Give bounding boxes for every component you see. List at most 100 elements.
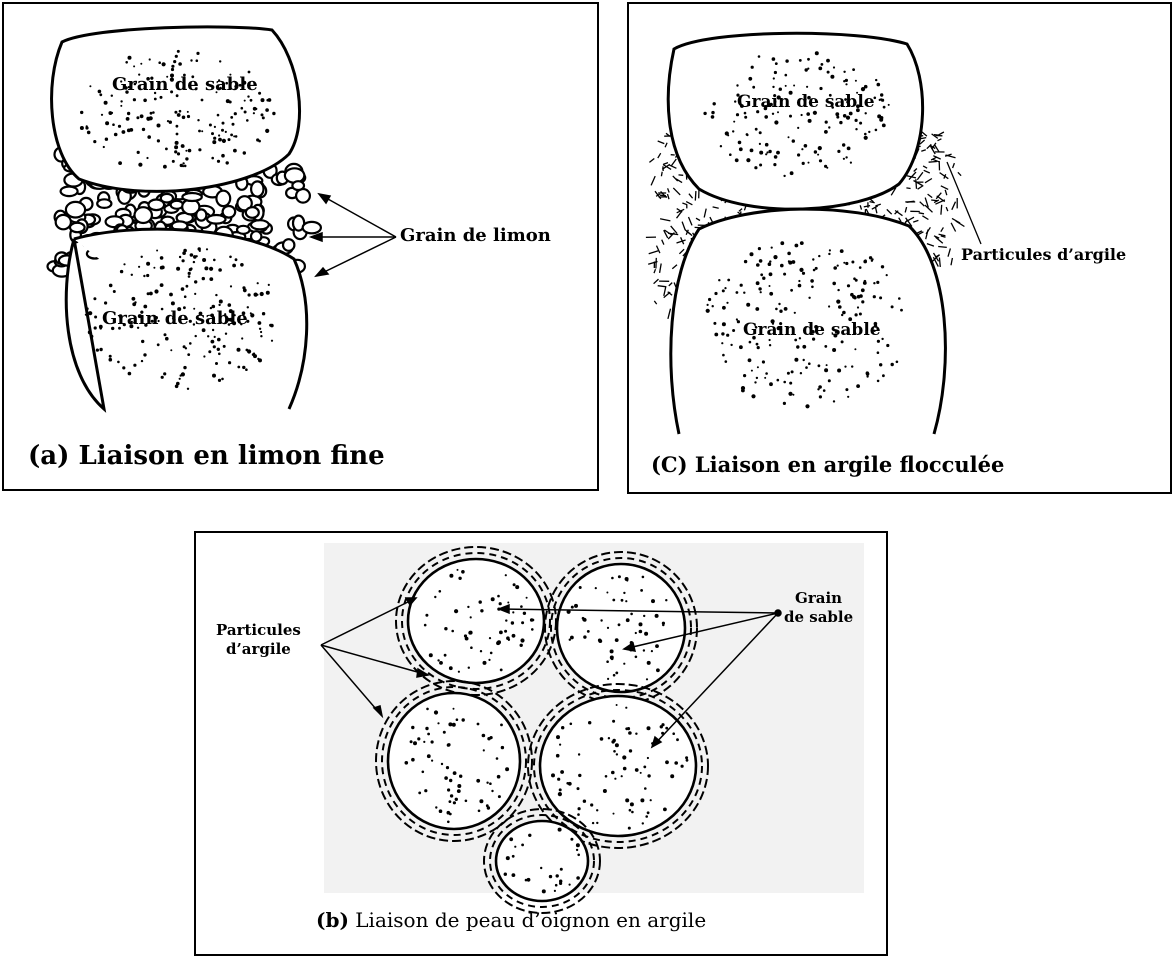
sand-dot <box>855 279 858 282</box>
sand-dot <box>650 799 652 801</box>
sand-dot <box>759 164 762 167</box>
sand-dot <box>762 360 765 363</box>
sand-dot <box>849 112 853 116</box>
sand-dot <box>787 372 790 375</box>
sand-dot <box>531 628 534 631</box>
sand-dot <box>411 726 414 729</box>
sand-dot <box>500 724 503 727</box>
sand-dot <box>635 656 638 659</box>
sand-dot <box>838 305 842 309</box>
sand-dot <box>185 150 187 152</box>
sand-dot <box>769 344 771 346</box>
sand-dot <box>490 652 493 655</box>
sand-dot <box>806 112 810 116</box>
sand-dot <box>623 592 625 594</box>
sand-dot <box>186 285 189 288</box>
sand-dot <box>527 878 531 882</box>
caption-b-text: Liaison de peau d’oignon en argile <box>349 908 706 932</box>
sand-dot <box>741 386 745 390</box>
clay-particle <box>668 194 670 199</box>
sand-dot <box>750 252 754 256</box>
sand-dot <box>182 162 184 164</box>
sand-dot <box>772 86 774 88</box>
sand-dot <box>818 146 822 150</box>
sand-dot <box>596 822 598 824</box>
sand-dot <box>794 358 798 362</box>
sand-dot <box>807 58 810 61</box>
sand-dot <box>160 96 163 99</box>
sand-dot <box>88 332 91 335</box>
panel-c-flocculated-clay: Grain de sable Grain de sable Particules… <box>627 2 1172 494</box>
sand-dot <box>103 146 105 148</box>
sand-dot <box>576 843 580 847</box>
sand-dot <box>577 813 580 816</box>
sand-dot <box>233 149 237 153</box>
sand-dot <box>855 128 857 130</box>
sand-dot <box>851 261 854 264</box>
sand-dot <box>864 259 867 262</box>
sand-dot <box>465 800 468 803</box>
sand-dot <box>802 345 806 349</box>
clay-particle <box>916 179 917 189</box>
silt-grain <box>56 215 71 229</box>
sand-dot <box>708 298 711 301</box>
sand-dot <box>437 659 439 661</box>
sand-dot <box>259 328 261 330</box>
sand-dot <box>712 305 714 307</box>
silt-grain <box>196 209 206 220</box>
sand-dot <box>480 650 482 652</box>
sand-dot <box>207 335 209 337</box>
sand-dot <box>833 66 835 68</box>
sand-dot <box>230 116 233 119</box>
sand-dot <box>128 56 132 60</box>
sand-dot <box>830 75 834 79</box>
sand-dot <box>646 678 648 680</box>
sand-dot <box>783 273 786 276</box>
sand-dot <box>449 666 453 670</box>
sand-dot <box>779 310 782 313</box>
sand-dot <box>718 279 720 281</box>
sand-dot <box>843 158 845 160</box>
clay-particle <box>665 143 667 148</box>
clay-particle <box>918 186 924 190</box>
sand-dot <box>194 280 197 283</box>
sand-dot <box>215 294 217 296</box>
sand-dot <box>798 280 800 282</box>
sand-dot <box>845 156 847 158</box>
clay-particle <box>925 179 932 183</box>
sand-dot <box>219 300 223 304</box>
sand-dot <box>760 291 762 293</box>
sand-dot <box>727 134 729 136</box>
sand-dot <box>117 361 120 364</box>
sand-dot <box>250 312 252 314</box>
sand-dot <box>266 99 269 102</box>
sand-dot <box>237 348 241 352</box>
label-clay-line2: d’argile <box>216 640 301 659</box>
sand-dot <box>721 342 723 344</box>
sand-dot <box>173 60 176 63</box>
sand-dot <box>182 116 186 120</box>
silt-grain <box>182 193 201 201</box>
sand-grain <box>496 821 588 901</box>
sand-dot <box>626 580 628 582</box>
sand-dot <box>136 116 139 119</box>
sand-dot <box>805 404 809 408</box>
sand-dot <box>743 292 745 294</box>
sand-dot <box>600 737 604 741</box>
sand-dot <box>733 121 735 123</box>
sand-dot <box>476 779 480 783</box>
sand-dot <box>871 260 873 262</box>
clay-particle <box>689 217 693 225</box>
sand-dot <box>160 266 164 270</box>
sand-dot <box>183 366 186 369</box>
sand-dot <box>879 363 882 366</box>
sand-dot <box>612 720 615 723</box>
sand-dot <box>877 351 880 354</box>
sand-dot <box>836 116 839 119</box>
sand-dot <box>453 801 456 804</box>
sand-dot <box>845 83 847 85</box>
sand-dot <box>86 307 89 310</box>
sand-dot <box>520 644 523 647</box>
sand-dot <box>486 782 488 784</box>
sand-dot <box>118 161 122 165</box>
